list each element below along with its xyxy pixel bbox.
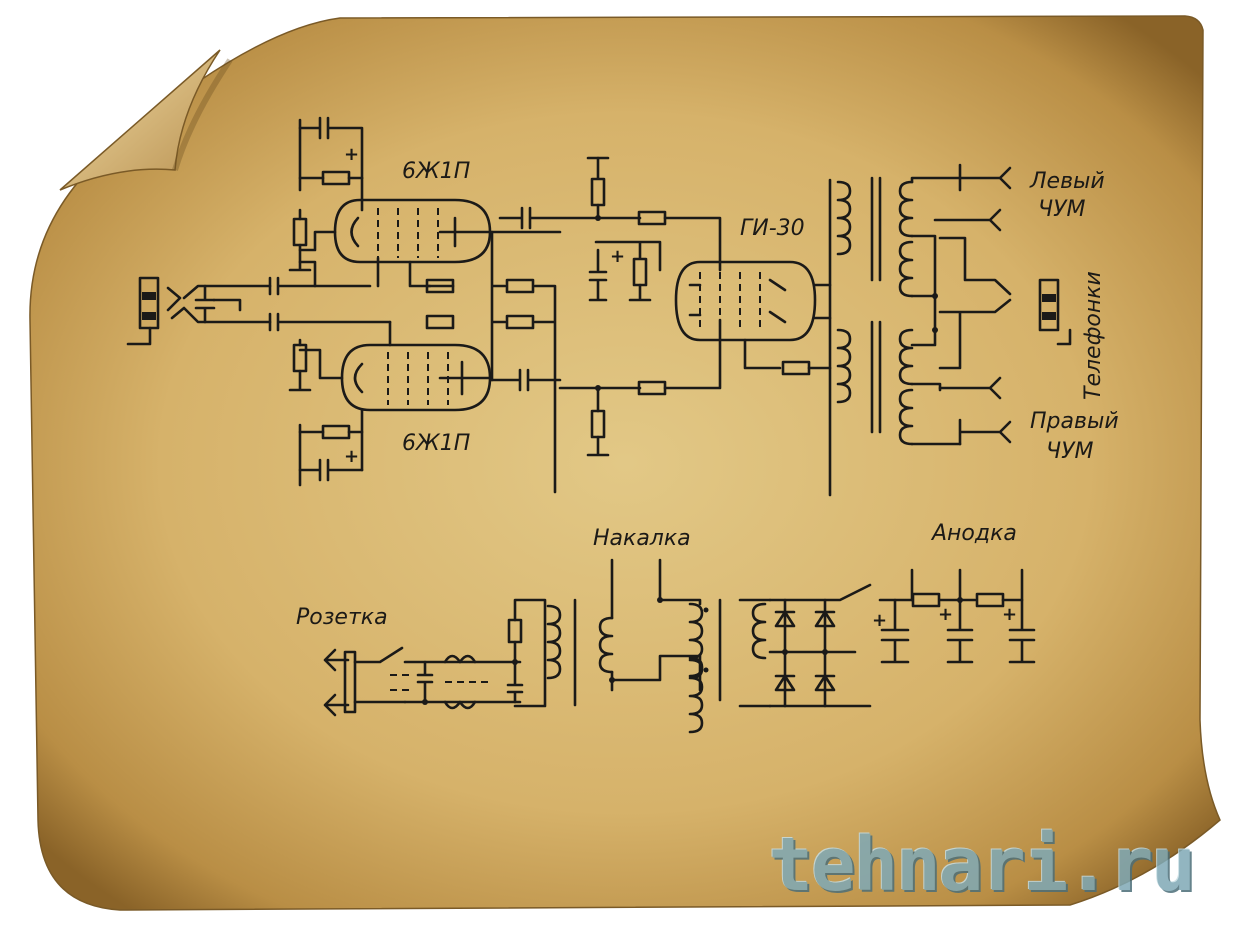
plus-sign: + xyxy=(872,610,887,631)
label-tube-output: ГИ-30 xyxy=(740,216,805,241)
tube-top-bias xyxy=(288,116,364,288)
label-right-1: Правый xyxy=(1030,409,1119,434)
plus-sign: + xyxy=(344,446,359,467)
label-left-1: Левый xyxy=(1029,169,1105,194)
label-tube-bottom: 6Ж1П xyxy=(402,431,470,456)
tube-bottom-bias xyxy=(288,338,364,487)
plus-sign: + xyxy=(1002,604,1017,625)
label-anode: Анодка xyxy=(930,521,1017,546)
rectifier-bridge xyxy=(768,583,872,708)
output-transformers xyxy=(828,176,962,497)
paper-curl xyxy=(59,49,221,191)
watermark: tehnari.ru xyxy=(768,822,1196,908)
tube-top xyxy=(298,176,562,288)
plus-sign: + xyxy=(344,144,359,165)
label-phones: Телефонки xyxy=(1081,271,1106,400)
label-filament: Накалка xyxy=(593,526,691,551)
tube-bottom xyxy=(298,320,492,472)
input-jack xyxy=(126,276,392,346)
label-socket: Розетка xyxy=(296,605,388,630)
label-right-2: ЧУМ xyxy=(1046,439,1093,464)
paper-sheet xyxy=(29,15,1221,911)
socket-filter xyxy=(323,598,547,717)
anode-filter xyxy=(878,568,1036,664)
output-jacks xyxy=(933,163,1072,446)
label-tube-top: 6Ж1П xyxy=(402,159,470,184)
plus-sign: + xyxy=(938,604,953,625)
label-left-2: ЧУМ xyxy=(1038,197,1085,222)
interstage xyxy=(425,156,722,494)
phones-jack xyxy=(1038,278,1060,332)
power-transformer xyxy=(546,558,772,734)
plus-sign: + xyxy=(610,246,625,267)
tube-output xyxy=(588,240,832,376)
